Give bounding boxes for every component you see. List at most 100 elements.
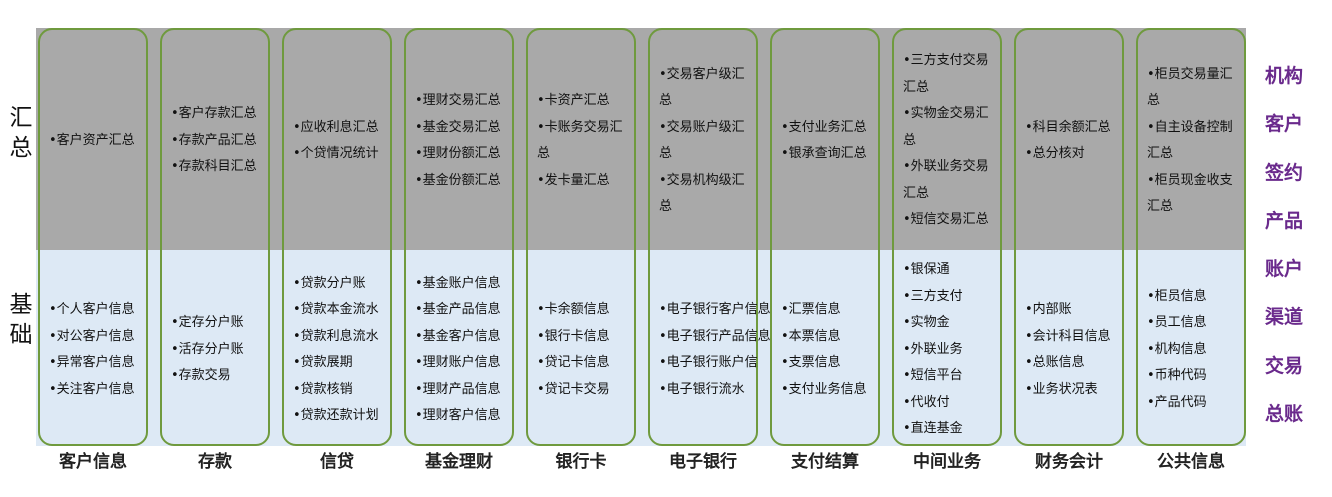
summary-item: •客户存款汇总 (171, 106, 257, 122)
basic-item: •直连基金 (903, 421, 963, 437)
right-label: 客户 (1264, 113, 1303, 136)
column-label: 中间业务 (913, 452, 981, 472)
summary-item: •存款科目汇总 (171, 159, 257, 175)
right-label: 总账 (1264, 403, 1303, 426)
summary-item: •总分核对 (1025, 146, 1085, 161)
basic-list: •卡余额信息•银行卡信息•贷记卡信息•贷记卡交易 (528, 297, 634, 403)
summary-list: •科目余额汇总 •总分核对 (1016, 115, 1122, 168)
basic-item: •活存分户账 (171, 341, 244, 357)
basic-item: •贷款分户账 (293, 275, 366, 291)
basic-item: •理财产品信息 (415, 381, 501, 397)
column-box: •应收利息汇总 •个贷情况统计 •贷款分户账 •贷款本金流水 •贷款利息流水 •贷款展期 •… (282, 28, 392, 446)
basic-item: •实物金 (903, 315, 950, 331)
summary-list: •三方支付交易汇总•实物金交易汇总•外联业务交易汇总•短信交易汇总 (894, 48, 1000, 234)
column-box: •三方支付交易汇总•实物金交易汇总•外联业务交易汇总•短信交易汇总•银保通•三方… (892, 28, 1002, 446)
column-label: 信贷 (320, 452, 354, 472)
basic-item: •外联业务 (903, 341, 963, 357)
basic-list: •基金账户信息•基金产品信息•基金客户信息•理财账户信息•理财产品信息•理财客户… (406, 271, 512, 430)
basic-list: •电子银行客户信息 •电子银行产品信息 •电子银行账户信 •电子银行流水 (650, 297, 771, 403)
basic-item: •支付业务信息 (781, 381, 867, 397)
summary-list: •应收利息汇总 •个贷情况统计 (284, 115, 390, 168)
basic-item: •卡余额信息 (537, 302, 610, 317)
basic-item: •员工信息 (1147, 315, 1207, 331)
row-label-summary: 汇 总 (9, 105, 33, 161)
column-box: •理财交易汇总 •基金交易汇总 •理财份额汇总 •基金份额汇总 •基金账户信息 •基金产品… (404, 28, 514, 446)
basic-item: •三方支付 (903, 288, 963, 304)
summary-list: •理财交易汇总 •基金交易汇总 •理财份额汇总 •基金份额汇总 (406, 88, 512, 194)
basic-item: •个人客户信息 (49, 302, 135, 317)
summary-item: •实物金交易汇总 (903, 106, 989, 148)
summary-item: •卡资产汇总 (537, 93, 610, 108)
basic-list: •个人客户信息•对公客户信息•异常客户信息•关注客户信息 (40, 297, 146, 403)
row-label-basic: 基 础 (9, 292, 33, 348)
summary-item: •理财份额汇总 (415, 146, 501, 161)
summary-list: •支付业务汇总 •银承查询汇总 (772, 115, 878, 168)
summary-item: •应收利息汇总 (293, 119, 379, 135)
summary-item: •银承查询汇总 (781, 146, 867, 161)
right-label: 机构 (1264, 65, 1303, 87)
basic-list: •定存分户账•活存分户账•存款交易 (162, 310, 268, 390)
basic-list: •银保通•三方支付•实物金•外联业务•短信平台•代收付•直连基金 (894, 257, 1000, 443)
summary-item: •短信交易汇总 (903, 212, 989, 228)
basic-item: •贷记卡信息 (537, 355, 610, 370)
basic-band (36, 250, 1246, 446)
summary-item: •支付业务汇总 (781, 119, 867, 135)
summary-item: •客户资产汇总 (49, 132, 135, 148)
summary-item: •柜员交易量汇总 (1147, 66, 1233, 109)
basic-item: •机构信息 (1147, 341, 1207, 357)
basic-item: •基金账户信息 (415, 275, 501, 291)
column-box: •支付业务汇总•银承查询汇总•汇票信息•本票信息•支票信息•支付业务信息 (770, 28, 880, 446)
summary-list: •客户存款汇总 •存款产品汇总 •存款科目汇总 (162, 101, 268, 181)
summary-list: •客户资产汇总 (40, 128, 146, 155)
column-label: 公共信息 (1157, 452, 1225, 472)
basic-item: •贷款利息流水 (293, 328, 379, 344)
basic-item: •异常客户信息 (49, 355, 135, 370)
basic-item: •贷款本金流水 (293, 302, 379, 317)
basic-item: •会计科目信息 (1025, 328, 1111, 344)
column-box: •科目余额汇总•总分核对•内部账•会计科目信息•总账信息•业务状况表 (1014, 28, 1124, 446)
column-label: 存款 (198, 452, 232, 472)
basic-item: •内部账 (1025, 302, 1072, 317)
basic-item: •币种代码 (1147, 368, 1207, 384)
summary-list: •柜员交易量汇总•自主设备控制汇总•柜员现金收支汇总 (1138, 62, 1244, 221)
basic-item: •电子银行流水 (659, 381, 745, 397)
summary-item: •存款产品汇总 (171, 132, 257, 148)
column-label: 银行卡 (555, 452, 607, 472)
column-box: •卡资产汇总•卡账务交易汇总•发卡量汇总•卡余额信息•银行卡信息•贷记卡信息•贷… (526, 28, 636, 446)
basic-item: •电子银行产品信息 (659, 328, 771, 344)
basic-item: •银行卡信息 (537, 328, 610, 344)
basic-item: •短信平台 (903, 368, 963, 384)
basic-item: •支票信息 (781, 355, 841, 370)
basic-item: •电子银行账户信 (659, 355, 758, 370)
summary-item: •基金交易汇总 (415, 119, 501, 135)
basic-item: •银保通 (903, 262, 950, 278)
summary-item: •自主设备控制汇总 (1147, 119, 1233, 162)
basic-item: •定存分户账 (171, 315, 244, 331)
basic-list: •贷款分户账•贷款本金流水•贷款利息流水•贷款展期•贷款核销•贷款还款计划 (284, 271, 390, 430)
summary-item: •理财交易汇总 (415, 93, 501, 108)
basic-list: •内部账•会计科目信息•总账信息•业务状况表 (1016, 297, 1122, 403)
right-label: 签约 (1264, 161, 1303, 184)
right-label: 渠道 (1264, 306, 1303, 329)
basic-item: •业务状况表 (1025, 381, 1098, 397)
column-label: 客户信息 (59, 452, 127, 472)
basic-item: •基金产品信息 (415, 302, 501, 317)
summary-item: •交易机构级汇总 (659, 172, 745, 215)
basic-list: •汇票信息•本票信息•支票信息•支付业务信息 (772, 297, 878, 403)
basic-item: •电子银行客户信息 (659, 302, 771, 317)
summary-item: •个贷情况统计 (293, 146, 379, 161)
basic-item: •贷款展期 (293, 355, 353, 370)
basic-item: •对公客户信息 (49, 328, 135, 344)
right-label: 产品 (1264, 209, 1303, 232)
column-label: 基金理财 (425, 452, 493, 472)
summary-item: •发卡量汇总 (537, 172, 610, 188)
right-label: 账户 (1264, 258, 1303, 281)
summary-list: •卡资产汇总•卡账务交易汇总•发卡量汇总 (528, 88, 634, 194)
summary-item: •科目余额汇总 (1025, 119, 1111, 135)
column-label: 电子银行 (669, 452, 737, 472)
column-label: 支付结算 (791, 452, 859, 472)
summary-item: •基金份额汇总 (415, 172, 501, 188)
basic-item: •贷款还款计划 (293, 408, 379, 423)
summary-item: •三方支付交易汇总 (903, 53, 989, 95)
basic-item: •产品代码 (1147, 394, 1207, 410)
